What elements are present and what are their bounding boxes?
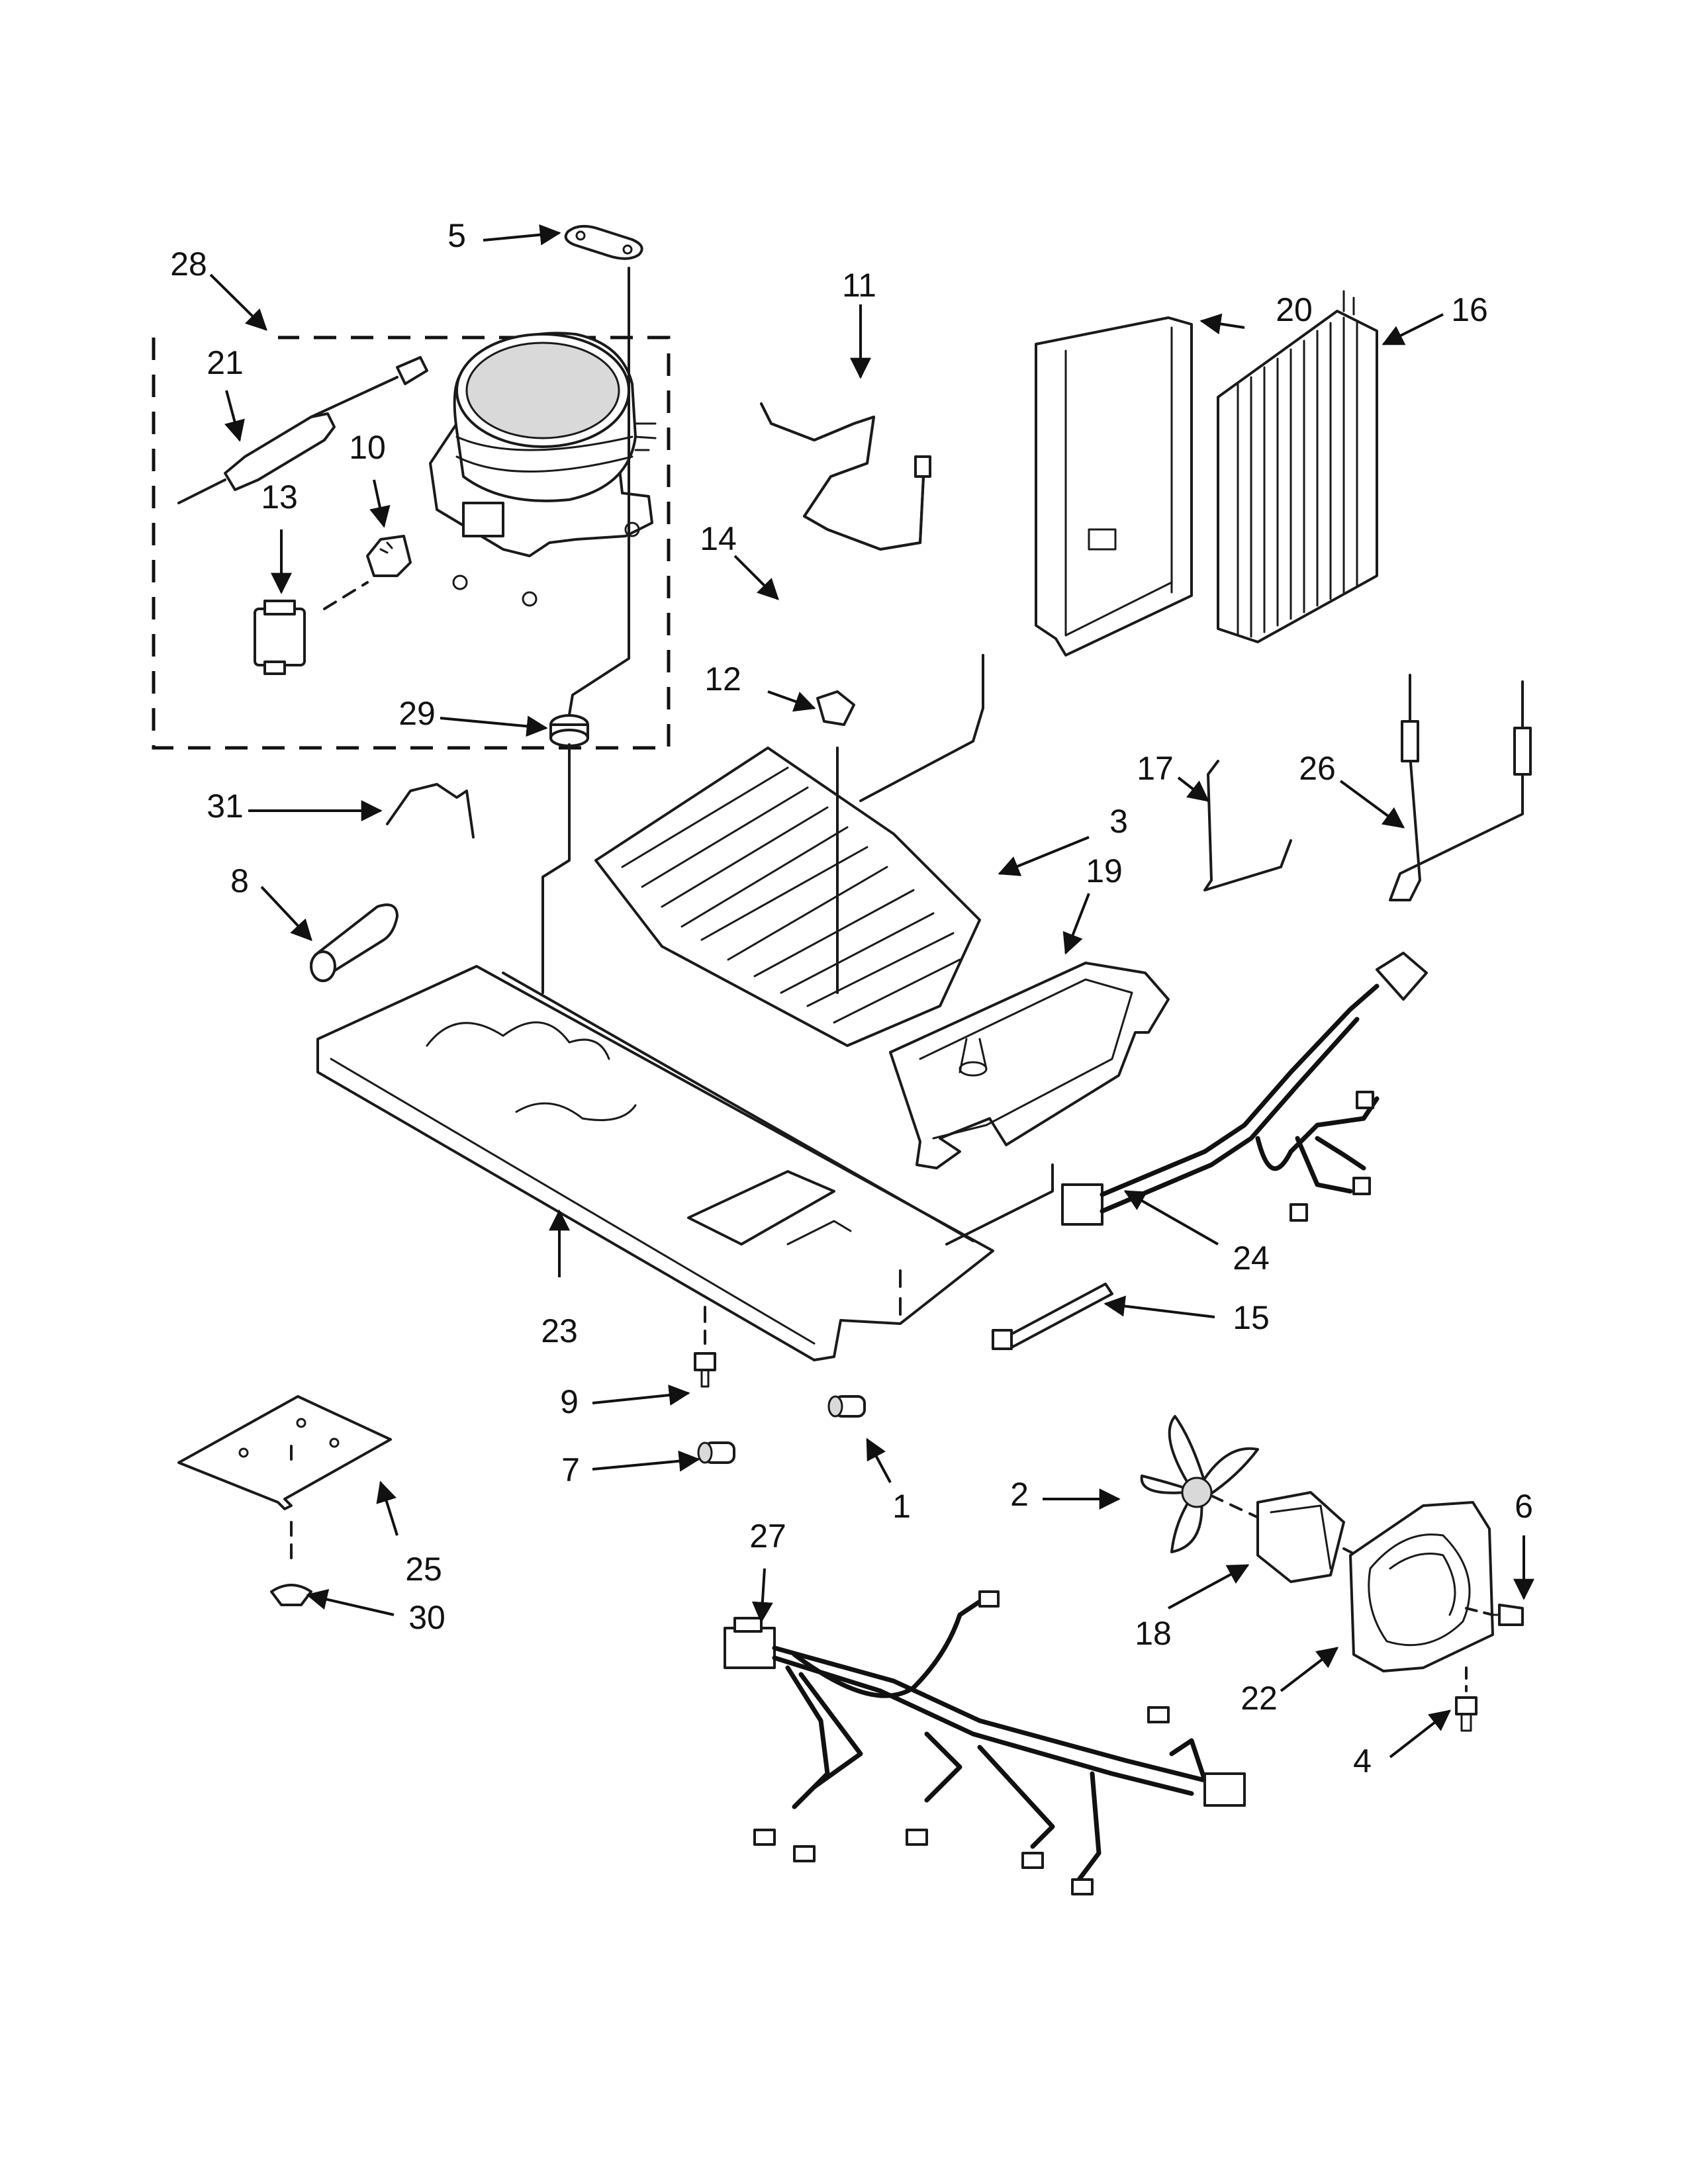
part-20-shroud [1035,316,1193,657]
callout-1: 1 [892,1488,911,1525]
callout-30: 30 [408,1599,445,1636]
callout-25: 25 [405,1551,442,1588]
part-30-clip [270,1584,312,1606]
part-10-overload [366,535,412,577]
callout-14: 14 [700,520,737,557]
callout-29: 29 [399,695,436,732]
callout-labels: 5 28 21 10 13 11 14 20 16 12 29 31 17 26… [170,217,1533,1780]
callout-26: 26 [1299,750,1336,787]
part-4-screw [1455,1666,1477,1732]
part-17-rod [1203,760,1292,891]
callout-2: 2 [1010,1476,1029,1513]
part-6-screw [1465,1604,1524,1626]
callout-13: 13 [261,478,298,516]
callout-31: 31 [207,788,244,825]
callout-24: 24 [1233,1240,1270,1277]
callout-7: 7 [561,1451,580,1488]
callout-11: 11 [842,267,876,304]
callout-9: 9 [560,1383,579,1420]
callout-19: 19 [1086,852,1123,889]
callout-3: 3 [1109,803,1128,840]
callout-10: 10 [349,429,386,466]
part-31-clip [386,783,475,839]
part-19-drain-pan [889,962,1170,1169]
part-11-tube [760,402,931,551]
part-24-harness [1061,952,1428,1226]
part-2-fan-blade [1140,1415,1262,1553]
part-13-relay [254,581,369,675]
leader-arrows [209,224,1534,1758]
callout-20: 20 [1276,291,1313,328]
callout-4: 4 [1353,1743,1372,1780]
part-29-grommet [541,267,630,994]
compressor [429,332,657,607]
part-7-grommet [697,1441,735,1464]
part-8-sleeve [310,903,399,982]
callout-27: 27 [749,1518,786,1555]
callout-21: 21 [207,344,244,381]
part-21-drier [177,356,428,504]
callout-18: 18 [1135,1615,1172,1652]
part-5-tube-plate [564,224,643,260]
part-15-cable-tie [992,1283,1113,1350]
callout-22: 22 [1241,1680,1278,1717]
callout-23: 23 [541,1312,578,1349]
callout-8: 8 [230,862,249,899]
part-25-cover [177,1395,392,1563]
callout-6: 6 [1515,1488,1533,1525]
part-1-grommet [827,1395,866,1418]
part-12-clip [816,690,855,726]
part-3-evaporator [594,654,984,1047]
part-23-base-tray [316,965,1054,1361]
callout-15: 15 [1233,1299,1270,1336]
part-9-screw [694,1306,716,1388]
part-16-condenser [1217,290,1378,643]
callout-17: 17 [1137,750,1174,787]
part-14-elbow [755,559,808,639]
part-26-drier-tube [1389,674,1532,901]
part-22-fan-bracket [1349,1501,1494,1672]
callout-12: 12 [704,660,741,698]
callout-16: 16 [1451,291,1488,328]
callout-5: 5 [447,217,466,254]
callout-28: 28 [170,246,207,283]
part-27-wire-harness [724,1590,1246,1895]
